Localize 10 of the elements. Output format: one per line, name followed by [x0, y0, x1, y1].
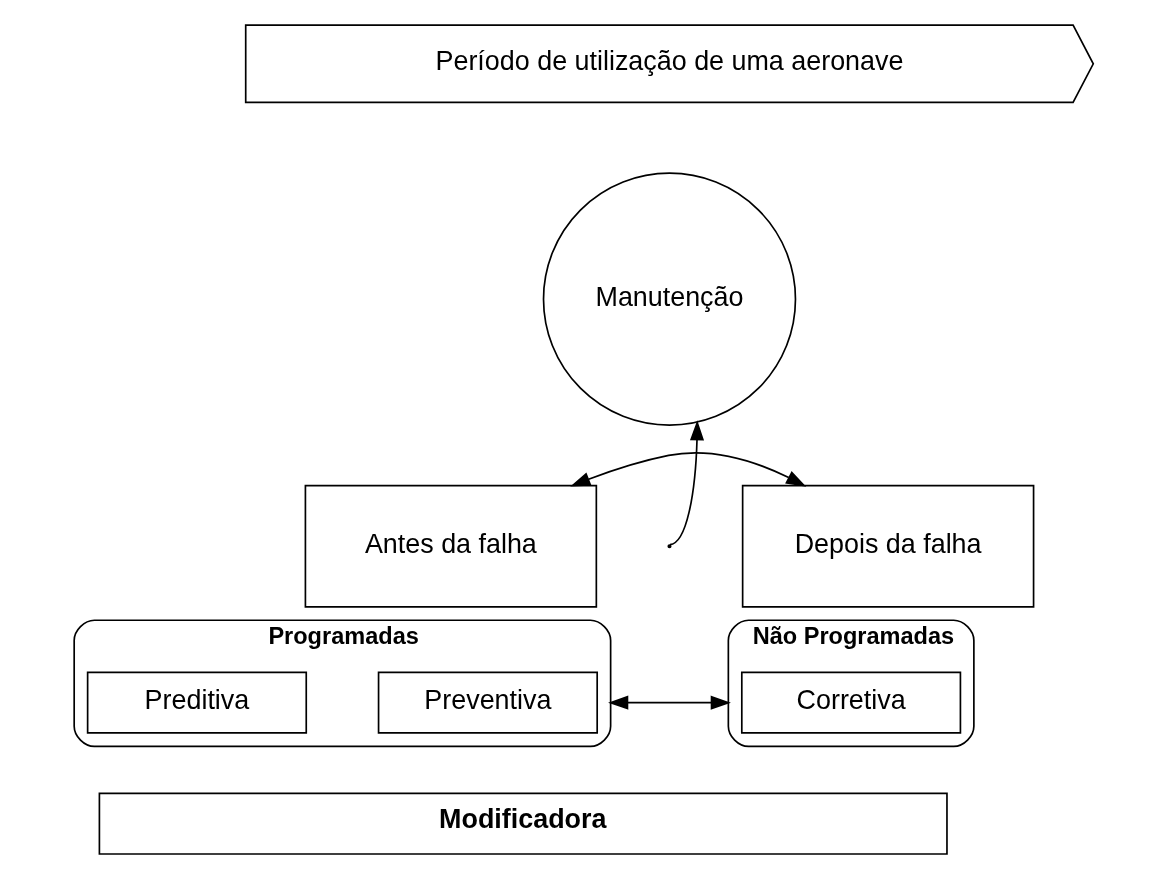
node-box: Modificadora	[98, 792, 948, 855]
arrow	[607, 695, 731, 710]
node-box: Preditiva	[86, 671, 307, 734]
node-box: Depois da falha	[741, 484, 1034, 608]
node-box: Corretiva	[740, 671, 961, 734]
node-box: Antes da falha	[304, 484, 597, 608]
node-circle: Manutenção	[542, 172, 796, 426]
node-box: Preventiva	[377, 671, 598, 734]
arrow	[668, 420, 704, 546]
arrow	[569, 452, 806, 487]
